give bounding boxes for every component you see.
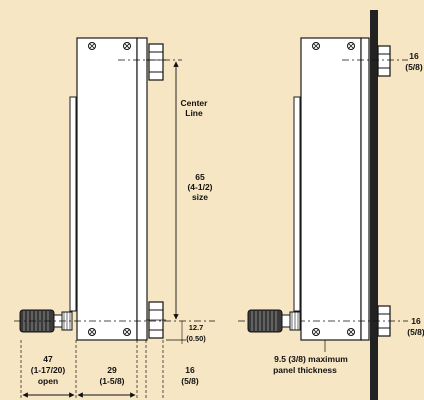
left-scale-strip: [69, 96, 77, 312]
screw-icon: [123, 42, 131, 50]
fitting-width-value: 16: [185, 365, 195, 375]
right-scale-strip: [293, 96, 301, 312]
right-meter-rail: [360, 37, 370, 341]
height-size-label: size: [192, 192, 208, 202]
left-meter-rail: [136, 37, 148, 341]
fitting-width-inch: (5/8): [181, 376, 199, 386]
knob-open-label: open: [38, 376, 58, 386]
top-panel-fitting: [377, 45, 391, 77]
right-view: 16 (5/8) 16 (5/8) 9.5 (3/8) maximum pane…: [238, 10, 424, 400]
bottom-hex-fitting: [146, 301, 166, 339]
valve-knob-icon: [247, 309, 301, 333]
bottom-offset-inch: (0.50): [186, 334, 206, 343]
screw-icon: [88, 42, 96, 50]
panel-thickness-value: 9.5 (3/8) maximum: [274, 354, 348, 364]
knob-open-inch: (1-17/20): [31, 365, 66, 375]
right-bottom-inch: (5/8): [407, 327, 424, 337]
height-value-inch: (4-1/2): [187, 182, 212, 192]
screw-icon: [123, 328, 131, 336]
panel-thickness-label: panel thickness: [273, 365, 337, 375]
body-width-value: 29: [107, 365, 117, 375]
screw-icon: [312, 42, 320, 50]
center-line-label-1: Center: [181, 98, 209, 108]
body-width-inch: (1-5/8): [99, 376, 124, 386]
screw-icon: [347, 42, 355, 50]
top-hex-fitting: [146, 43, 166, 81]
bottom-offset-value: 12.7: [189, 323, 204, 332]
right-top-inch: (5/8): [405, 62, 423, 72]
height-value: 65: [195, 172, 205, 182]
center-line-label-2: Line: [185, 108, 203, 118]
screw-icon: [88, 328, 96, 336]
left-meter-body: [76, 37, 138, 341]
screw-icon: [347, 328, 355, 336]
right-meter-body: [300, 37, 362, 341]
right-top-value: 16: [409, 51, 419, 61]
right-bottom-value: 16: [411, 316, 421, 326]
mounting-panel: [370, 10, 378, 400]
left-view: Center Line 65 (4-1/2) size 12.7 (0.50) …: [14, 37, 215, 400]
screw-icon: [312, 328, 320, 336]
knob-open-value: 47: [43, 354, 53, 364]
